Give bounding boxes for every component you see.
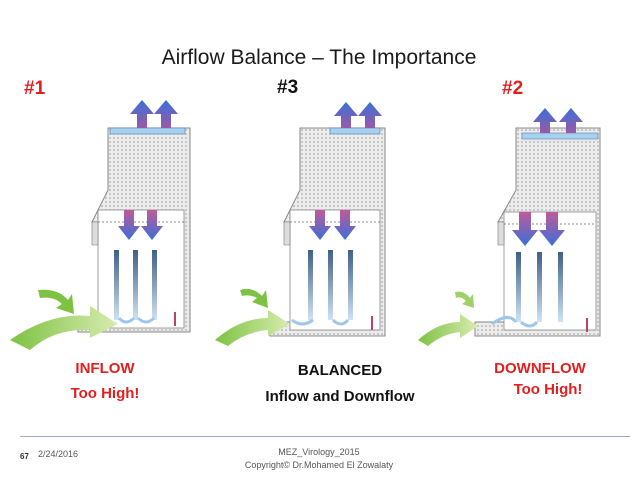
caption-downflow-subtitle: Too High! <box>513 381 583 398</box>
inflow-arrow-icon <box>418 291 478 346</box>
slide-number: 67 <box>20 452 29 461</box>
footer-divider <box>20 436 630 437</box>
caption-inflow-subtitle: Too High! <box>70 385 140 402</box>
cabinet-label-3: #3 <box>277 77 299 98</box>
caption-downflow-title: DOWNFLOW <box>494 360 586 377</box>
downflow-arrow-icon <box>512 212 565 246</box>
footer-copyright: Copyright© Dr.Mohamed El Zowalaty <box>244 460 394 470</box>
cabinet-label-2: #2 <box>502 78 524 99</box>
exhaust-arrow-icon <box>533 108 583 133</box>
caption-balanced-title: BALANCED <box>297 362 383 379</box>
slide-title: Airflow Balance – The Importance <box>161 46 477 69</box>
cabinet-3 <box>215 102 386 346</box>
inflow-arrow-icon <box>10 289 118 350</box>
cabinet-label-1: #1 <box>24 78 46 99</box>
exhaust-arrow-icon <box>130 100 178 128</box>
footer-date: 2/24/2016 <box>38 449 79 459</box>
caption-inflow-title: INFLOW <box>75 360 135 377</box>
inflow-arrow-icon <box>215 288 290 346</box>
caption-balanced-subtitle: Inflow and Downflow <box>265 388 415 405</box>
downflow-arrow-icon <box>118 210 163 240</box>
downflow-arrow-icon <box>309 210 356 240</box>
footer-course: MEZ_Virology_2015 <box>278 447 360 457</box>
exhaust-arrow-icon <box>334 102 382 128</box>
cabinet-1 <box>10 100 191 350</box>
cabinet-2 <box>418 108 601 346</box>
